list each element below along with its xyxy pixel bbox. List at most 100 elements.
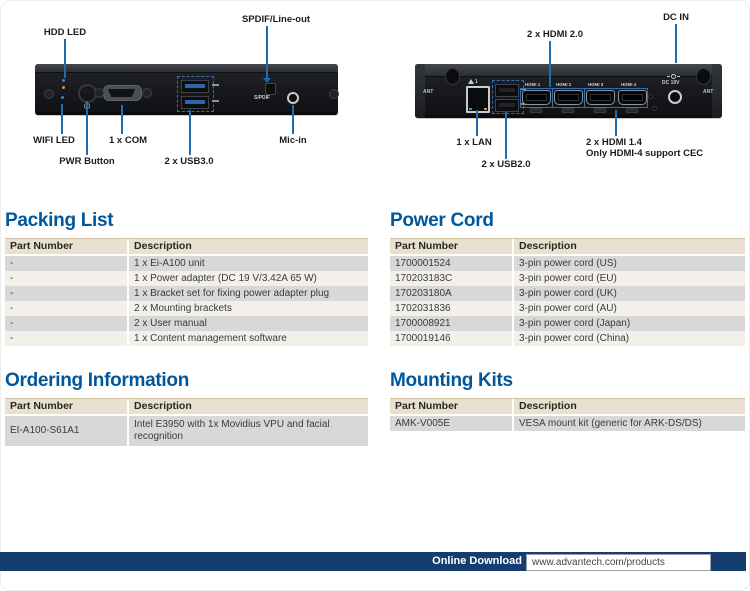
callout-line-dcin	[675, 24, 677, 63]
hdmi1-label: HDMI 1	[525, 82, 541, 87]
callout-hdmi20: 2 x HDMI 2.0	[527, 29, 583, 40]
front-panel-top-edge	[35, 64, 338, 73]
screw-icon	[44, 89, 54, 99]
usb3-port	[181, 80, 209, 93]
column-header-part: Part Number	[395, 400, 459, 412]
rear-right-endcap	[712, 64, 722, 118]
hdmi-latch-icon	[626, 108, 638, 113]
column-header-desc: Description	[127, 239, 368, 254]
callout-mic: Mic-in	[279, 135, 307, 146]
table-row: AMK-V005E VESA mount kit (generic for AR…	[390, 416, 745, 431]
table-row: -1 x Ei-A100 unit	[5, 256, 368, 271]
online-download-label: Online Download	[432, 555, 522, 567]
packing-list-title: Packing List	[5, 210, 114, 231]
column-header-part: Part Number	[10, 240, 74, 252]
wifi-led-icon	[61, 96, 64, 99]
screw-icon	[142, 88, 152, 98]
callout-line-hdmi20	[549, 41, 551, 87]
column-header-part: Part Number	[395, 240, 459, 252]
ordering-information-table: Part Number Description EI-A100-S61A1 In…	[5, 398, 368, 446]
usb3-port	[181, 96, 209, 109]
lan-number-label: 1	[468, 79, 478, 85]
callout-line-wifi-led	[61, 104, 63, 134]
screw-icon	[329, 89, 339, 99]
packing-list-table: Part Number Description -1 x Ei-A100 uni…	[5, 238, 368, 346]
column-header-desc: Description	[512, 239, 745, 254]
power-cord-section: Power Cord Part Number Description 17000…	[390, 209, 745, 346]
callout-dcin: DC IN	[663, 12, 689, 23]
hdmi-port-3	[586, 90, 615, 105]
callout-line-com	[121, 105, 123, 134]
callout-spdif: SPDIF/Line-out	[241, 14, 311, 25]
com-port	[103, 85, 142, 101]
callout-line-spdif	[266, 26, 268, 79]
screw-hole-icon	[652, 106, 657, 111]
mounting-kits-section: Mounting Kits Part Number Description AM…	[390, 369, 745, 431]
table-row: -1 x Content management software	[5, 331, 368, 346]
callout-line-pwr	[86, 101, 88, 155]
hdmi-latch-icon	[562, 108, 574, 113]
mounting-kits-table: Part Number Description AMK-V005E VESA m…	[390, 398, 745, 431]
hdmi-port-2	[554, 90, 583, 105]
footer-url-box[interactable]: www.advantech.com/products	[526, 554, 711, 571]
hdmi4-label: HDMI 4	[621, 82, 637, 87]
antenna-hole-icon	[445, 68, 460, 85]
table-row: -1 x Bracket set for fixing power adapte…	[5, 286, 368, 301]
callout-usb3: 2 x USB3.0	[164, 156, 214, 167]
callout-line-lan	[476, 110, 478, 136]
dc-in-jack	[668, 90, 682, 104]
hdmi3-label: HDMI 3	[588, 82, 604, 87]
callout-line-mic	[292, 105, 294, 134]
table-header: Part Number Description	[390, 238, 745, 254]
rear-left-endcap	[415, 64, 425, 118]
table-row: -2 x User manual	[5, 316, 368, 331]
callout-line-hdd-led	[64, 39, 66, 78]
dc-polarity-icon	[667, 74, 680, 79]
column-header-desc: Description	[127, 399, 368, 414]
front-panel-image: S/PDIF	[35, 64, 339, 115]
callout-line-usb3	[189, 110, 191, 155]
callout-lan: 1 x LAN	[456, 137, 492, 148]
callout-hdmi14-line2: Only HDMI-4 support CEC	[586, 148, 704, 159]
mounting-kits-title: Mounting Kits	[390, 370, 513, 391]
callout-line-hdmi14	[615, 110, 617, 136]
usb2-port	[495, 84, 519, 97]
rear-panel-image: ANT ANT 1 HDMI 1 HDMI 2 HDMI 3 HDMI 4 DC…	[415, 64, 722, 118]
usb2-mark-icon	[521, 88, 526, 90]
column-header-desc: Description	[512, 399, 745, 414]
ordering-information-title: Ordering Information	[5, 370, 190, 391]
hdmi-latch-icon	[530, 108, 542, 113]
hdmi2-label: HDMI 2	[556, 82, 572, 87]
usb3-ports-outline	[177, 76, 214, 112]
callout-hdd-led: HDD LED	[43, 27, 87, 38]
rear-panel-top-edge	[415, 64, 722, 77]
table-row: EI-A100-S61A1 Intel E3950 with 1x Movidi…	[5, 416, 368, 446]
power-led-icon	[62, 86, 65, 89]
hdd-led-icon	[62, 79, 65, 82]
hdmi-port-4	[618, 90, 647, 105]
spdif-port	[265, 83, 276, 95]
column-header-part: Part Number	[10, 400, 74, 412]
usb2-port	[495, 99, 519, 112]
callout-wifi-led: WIFI LED	[33, 135, 75, 146]
ant-left-label: ANT	[423, 89, 434, 95]
packing-list-section: Packing List Part Number Description -1 …	[5, 209, 368, 346]
table-header: Part Number Description	[5, 398, 368, 414]
lan-port	[466, 86, 490, 113]
ordering-information-section: Ordering Information Part Number Descrip…	[5, 369, 368, 446]
antenna-hole-icon	[696, 68, 711, 85]
hdmi-latch-icon	[594, 108, 606, 113]
hdmi34-outline	[584, 88, 648, 108]
callout-arrow-spdif	[263, 78, 271, 83]
screw-icon	[94, 88, 104, 98]
power-cord-title: Power Cord	[390, 210, 494, 231]
mic-in-jack	[287, 92, 299, 104]
